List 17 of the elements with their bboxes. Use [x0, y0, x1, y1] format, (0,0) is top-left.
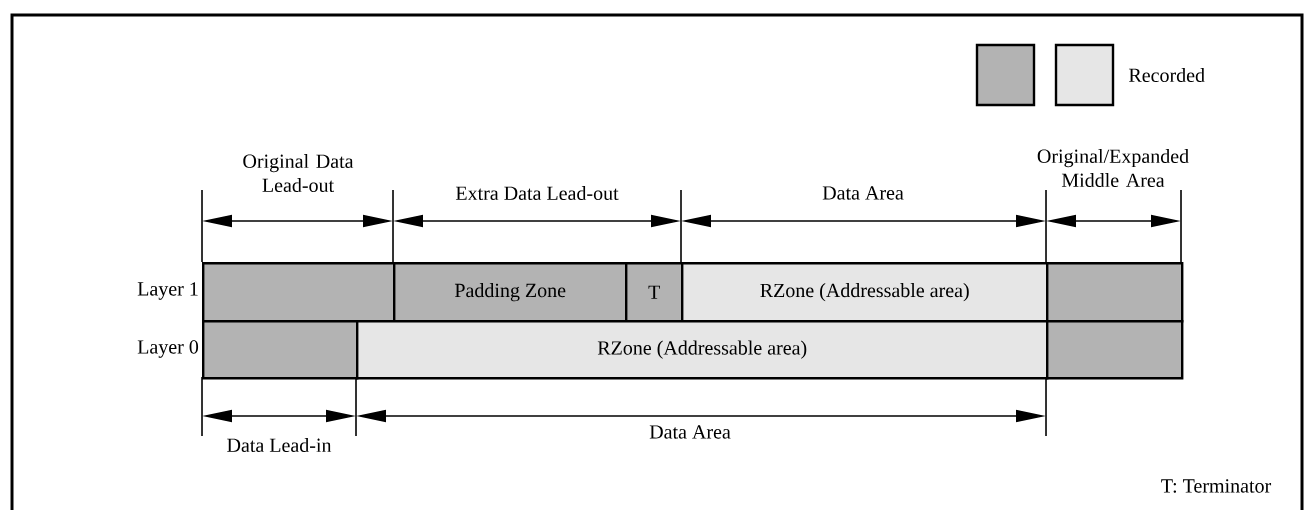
dimension-label: Data Area	[649, 425, 731, 439]
zone-box: T	[625, 262, 684, 323]
layer-label: Layer 0	[137, 340, 199, 358]
dimension-label: Data Area	[822, 186, 904, 200]
zone-box	[202, 320, 359, 380]
zone-box: RZone (Addressable area)	[681, 262, 1049, 323]
dimension-label: Original/Expanded Middle Area	[1037, 148, 1189, 188]
dimension-label: Extra Data Lead-out	[455, 185, 619, 201]
note-text: T: Terminator	[1161, 479, 1272, 493]
dimension-label: Data Lead-in	[227, 437, 332, 453]
zone-box	[1046, 320, 1184, 380]
layer-label: Layer 1	[137, 282, 198, 300]
zone-box	[1046, 262, 1184, 323]
dimension-label: Original Data Lead-out	[243, 153, 354, 193]
legend-label: Recorded	[1128, 67, 1205, 83]
zone-box	[202, 262, 396, 323]
zone-box: RZone (Addressable area)	[356, 320, 1049, 380]
